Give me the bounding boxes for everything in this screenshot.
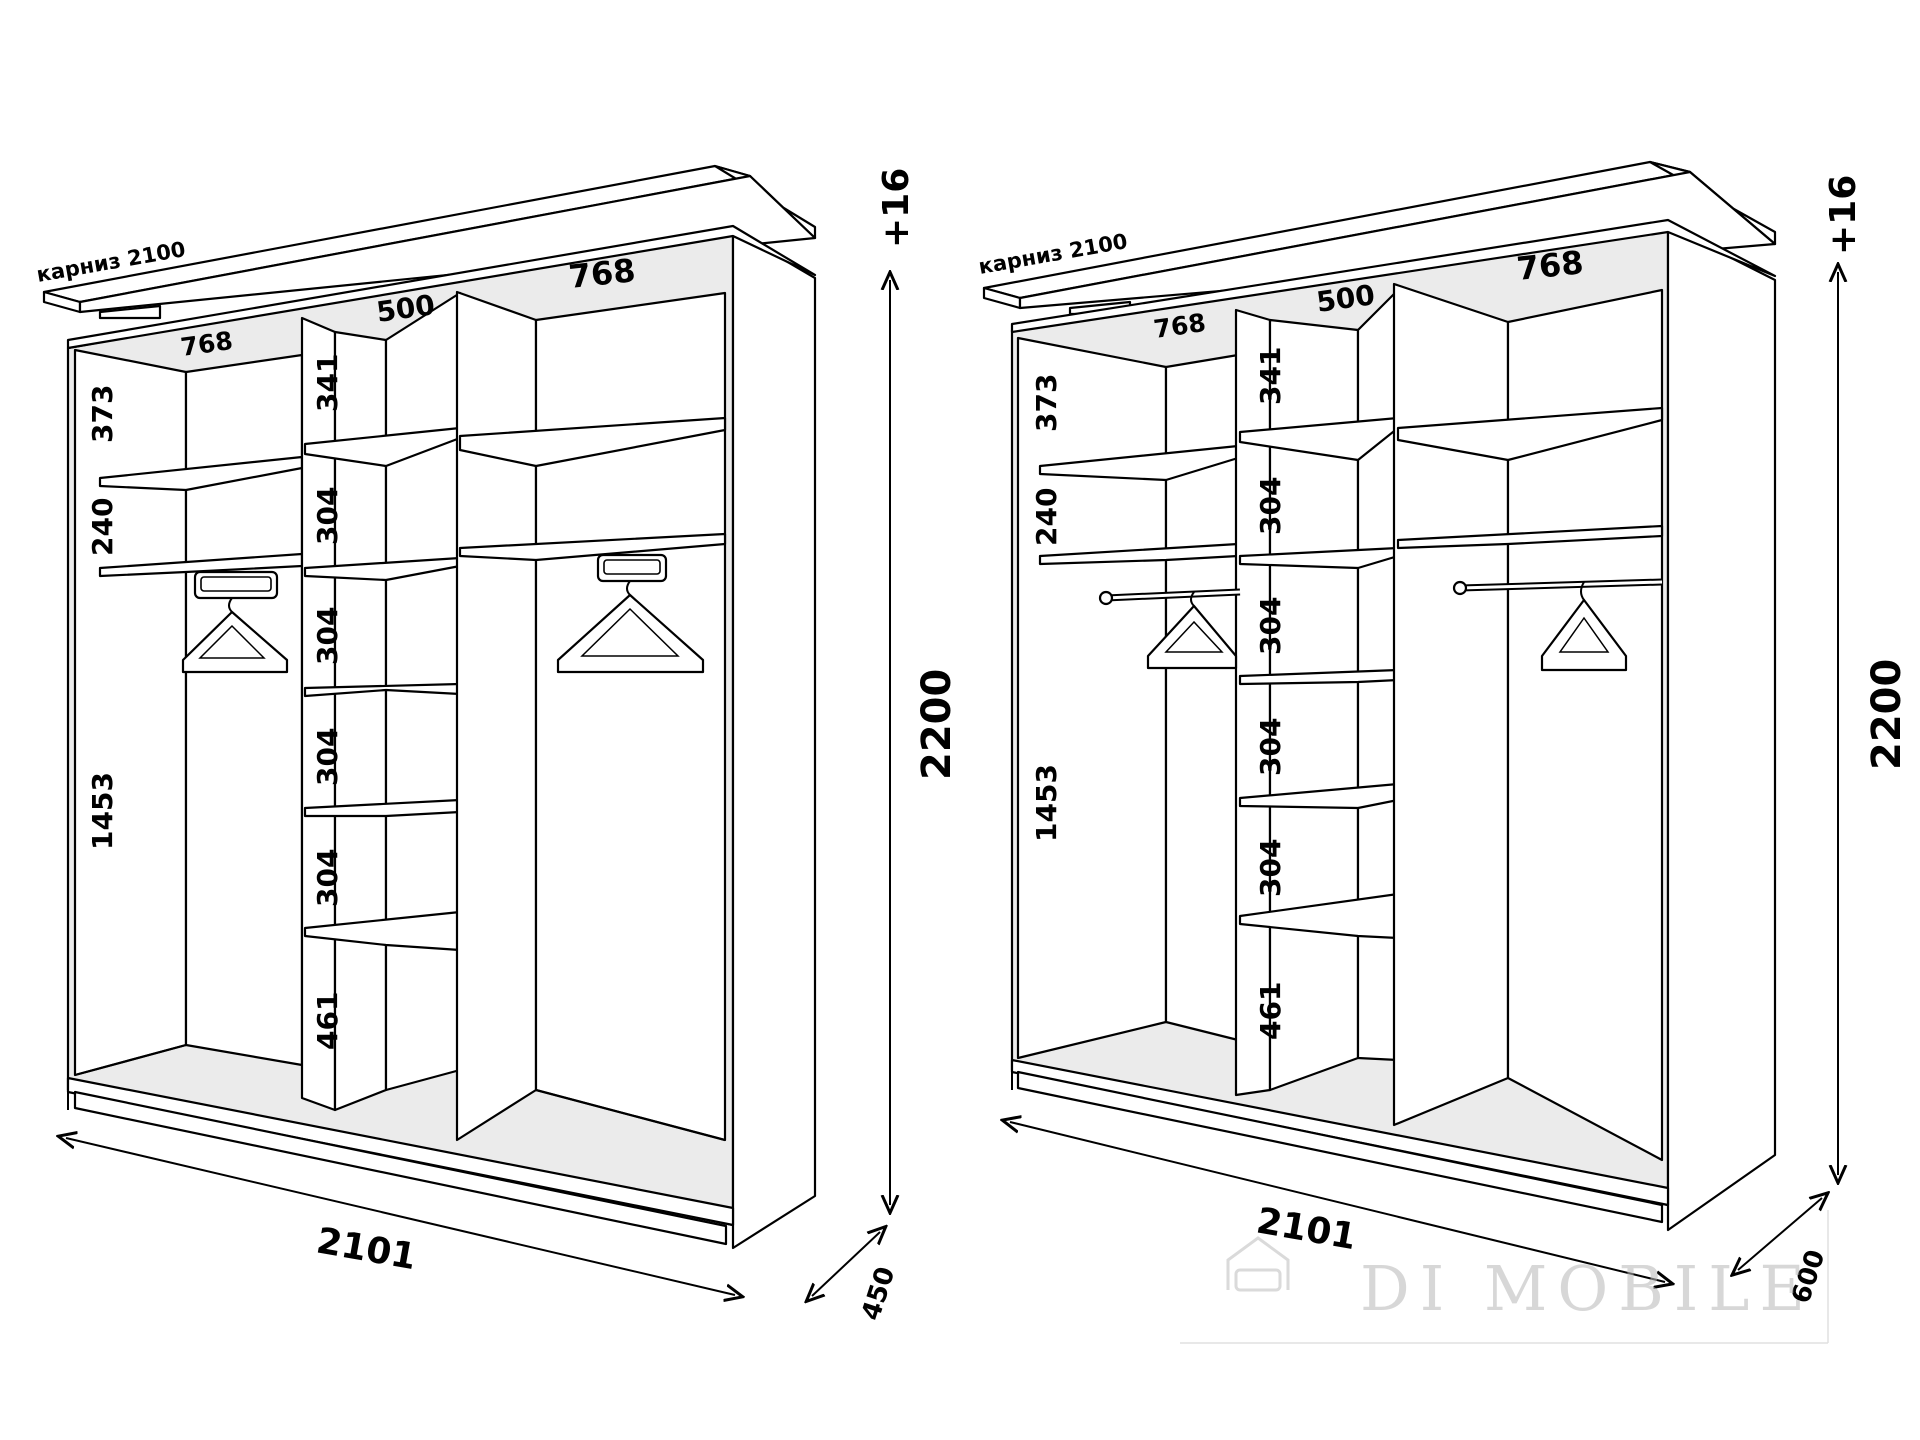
pull-out-rail-right: [596, 553, 668, 583]
left-height-label: 240: [86, 498, 119, 556]
cornice: [982, 160, 1777, 316]
middle-height-label: 304: [1254, 718, 1287, 776]
left-height-label: 1453: [1030, 764, 1063, 842]
middle-height-label: 304: [1254, 477, 1287, 535]
hanging-rod-right: [1452, 578, 1663, 596]
left-height-label: 373: [86, 385, 119, 443]
width-left-label: 768: [179, 326, 235, 362]
middle-height-label: 341: [311, 354, 344, 412]
depth-dimension-line: [812, 1232, 880, 1296]
width-label: 2101: [1253, 1200, 1359, 1258]
width-middle-label: 500: [1314, 278, 1376, 319]
hanger-icon: [181, 597, 289, 674]
pull-out-rail-left: [193, 570, 279, 600]
width-dimension-line: [66, 1138, 735, 1295]
depth-label: 450: [856, 1263, 901, 1324]
width-right-label: 768: [1515, 243, 1585, 288]
hanger-icon: [1146, 591, 1238, 670]
width-middle-label: 500: [374, 288, 436, 329]
middle-height-label: 304: [311, 487, 344, 545]
watermark: DI MOBILE: [1180, 1210, 1829, 1344]
height-label: 2200: [1864, 659, 1910, 770]
wardrobe-450: карниз 2100 +16 2200 2101 450 768 500 76…: [35, 164, 960, 1324]
left-height-label: 240: [1030, 488, 1063, 546]
middle-height-label: 341: [1254, 347, 1287, 405]
cornice: [42, 164, 817, 320]
middle-height-label: 461: [311, 992, 344, 1050]
left-height-label: 1453: [86, 772, 119, 850]
middle-height-label: 304: [1254, 597, 1287, 655]
hanging-rod-left: [1098, 588, 1241, 606]
width-right-label: 768: [567, 251, 637, 296]
middle-height-label: 304: [1254, 839, 1287, 897]
middle-height-label: 304: [311, 728, 344, 786]
width-dimension-line: [1010, 1122, 1665, 1282]
cabinet-body: [1010, 218, 1777, 1232]
sofa-icon: [1226, 1236, 1290, 1292]
left-height-label: 373: [1030, 374, 1063, 432]
width-label: 2101: [313, 1220, 419, 1278]
width-left-label: 768: [1152, 308, 1208, 344]
cabinet-body: [66, 224, 817, 1250]
height-label: 2200: [914, 669, 960, 780]
hanger-icon: [556, 580, 705, 674]
top-plus-label: +16: [876, 168, 917, 248]
top-plus-label: +16: [1823, 175, 1864, 255]
middle-height-label: 461: [1254, 982, 1287, 1040]
wardrobe-600: карниз 2100 +16 2200 2101 600 768 500 76…: [977, 160, 1910, 1307]
depth-dimension-line: [1738, 1198, 1822, 1270]
hanger-icon: [1540, 581, 1628, 672]
middle-height-label: 304: [311, 607, 344, 665]
middle-height-label: 304: [311, 849, 344, 907]
watermark-text: DI MOBILE: [1360, 1252, 1815, 1325]
